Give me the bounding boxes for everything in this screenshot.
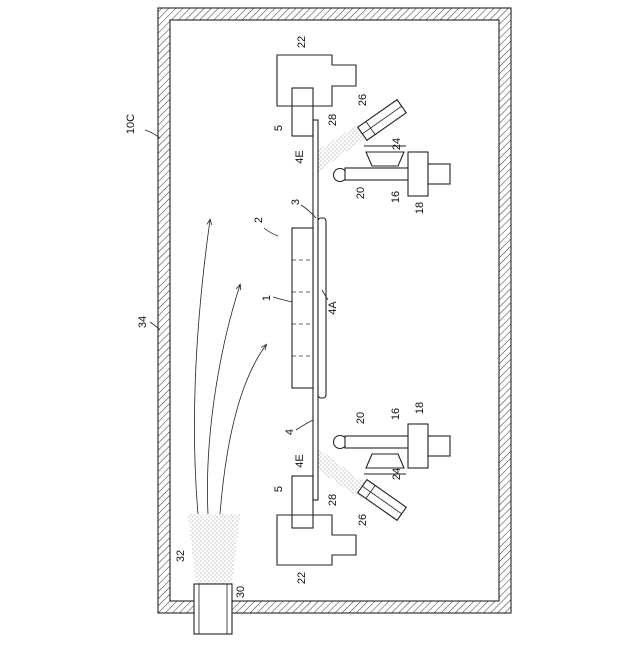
inlet-pipe (194, 584, 232, 634)
label-chamber: 10C (125, 114, 137, 134)
mount-bottom (408, 424, 450, 468)
label-member-1: 1 (261, 295, 273, 301)
label-plate-top: 24 (391, 138, 403, 150)
label-arm-top: 16 (390, 191, 402, 203)
frame-bottom (277, 515, 356, 565)
label-arm-bottom: 16 (390, 408, 402, 420)
label-edge-top: 4E (294, 150, 306, 163)
label-flow: 32 (175, 550, 187, 562)
label-inlet: 30 (235, 586, 247, 598)
label-member-3: 3 (290, 199, 302, 205)
label-nozzle-top: 26 (357, 94, 369, 106)
label-region-4A: 4A (327, 301, 339, 315)
label-clamp-top: 5 (273, 125, 285, 131)
mount-top (408, 152, 450, 196)
arm-bottom (345, 436, 409, 448)
label-nozzle-bottom: 26 (357, 514, 369, 526)
label-mount-bottom: 18 (414, 402, 426, 414)
sheet (313, 120, 318, 500)
label-frame-bottom: 22 (296, 572, 308, 584)
flow-stipple (188, 514, 240, 584)
member-3 (318, 218, 326, 398)
label-plate-bottom: 24 (391, 468, 403, 480)
label-assembly: 2 (253, 217, 265, 223)
flow-arrows (194, 220, 266, 514)
label-frame-top: 22 (296, 36, 308, 48)
label-wall: 34 (137, 316, 149, 328)
arm-top (345, 168, 409, 180)
label-spray-top: 28 (327, 114, 339, 126)
label-pivot-bottom: 20 (355, 412, 367, 424)
label-spray-bottom: 28 (327, 494, 339, 506)
label-pivot-top: 20 (355, 187, 367, 199)
label-sheet-4: 4 (284, 429, 296, 435)
frame-top (277, 55, 356, 106)
label-edge-bottom: 4E (294, 454, 306, 467)
label-clamp-bottom: 5 (273, 486, 285, 492)
label-mount-top: 18 (414, 202, 426, 214)
member-1 (292, 228, 313, 388)
